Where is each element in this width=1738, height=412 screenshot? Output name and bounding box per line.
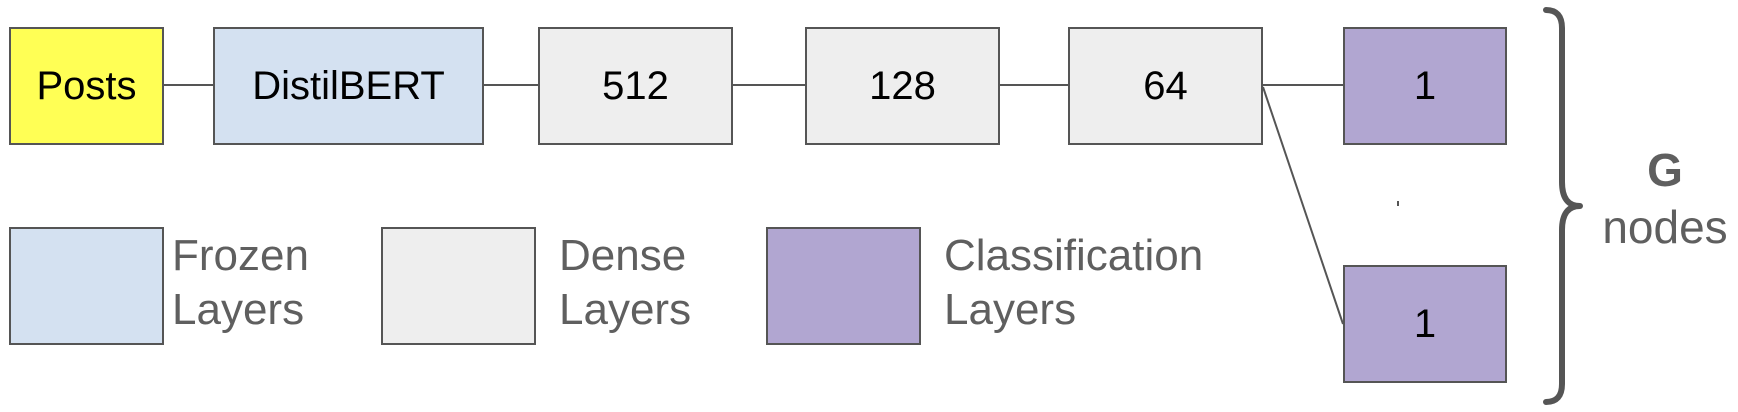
dense-layer-64-label: 64 <box>1143 63 1188 108</box>
output-node-bottom-box: 1 <box>1343 265 1507 383</box>
dense-layer-512-label: 512 <box>602 63 669 108</box>
output-node-bottom-label: 1 <box>1413 301 1437 346</box>
group-size-word: nodes <box>1602 201 1728 253</box>
legend-classification-swatch <box>766 227 921 345</box>
dense-layer-128-box: 128 <box>805 27 1000 145</box>
legend-frozen-swatch <box>9 227 164 345</box>
posts-label: Posts <box>36 63 137 108</box>
ellipsis-mark <box>1397 201 1399 206</box>
legend-classification-label: Classification Layers <box>944 231 1204 334</box>
legend-frozen-label: Frozen Layers <box>172 231 309 334</box>
legend-dense-swatch <box>381 227 536 345</box>
connector-64-output-bottom <box>1262 86 1344 325</box>
output-node-top-box: 1 <box>1343 27 1507 145</box>
group-size-letter: G <box>1647 144 1683 196</box>
dense-layer-128-label: 128 <box>869 63 936 108</box>
curly-brace-icon <box>1543 7 1583 405</box>
group-size-label: G nodes <box>1592 142 1738 256</box>
distilbert-label: DistilBERT <box>252 63 445 108</box>
output-node-top-label: 1 <box>1413 63 1437 108</box>
dense-layer-512-box: 512 <box>538 27 733 145</box>
distilbert-box: DistilBERT <box>213 27 484 145</box>
legend-dense-label: Dense Layers <box>559 231 692 334</box>
dense-layer-64-box: 64 <box>1068 27 1263 145</box>
posts-box: Posts <box>9 27 164 145</box>
